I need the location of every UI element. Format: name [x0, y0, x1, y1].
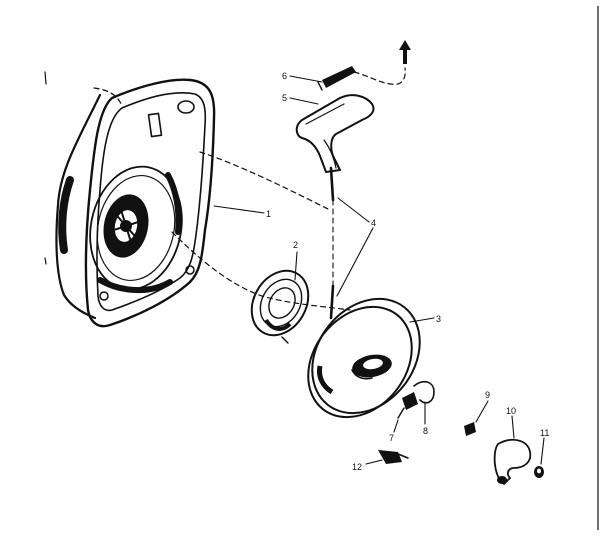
assembly-line-rope [199, 151, 331, 211]
leader-line-1 [213, 205, 265, 214]
callout-4: 4 [371, 218, 376, 228]
leader-line-2 [294, 251, 298, 281]
center-screw [378, 450, 409, 464]
housing-outer [84, 78, 216, 328]
leader-line-9 [475, 400, 489, 423]
starter-rope [329, 166, 335, 320]
leader-line-4a [337, 197, 370, 223]
callout-11: 11 [540, 428, 549, 438]
handle [295, 94, 375, 173]
edge-tick-bottom [44, 257, 47, 265]
leader-line-12 [365, 459, 383, 465]
leader-line-10 [511, 415, 515, 439]
pulley [307, 297, 421, 419]
assembly-line-knot [353, 67, 406, 85]
callout-2: 2 [293, 240, 298, 250]
assembly-line-center [171, 231, 351, 311]
rewind-spring [250, 269, 310, 344]
housing [55, 78, 216, 328]
leader-line-6 [289, 75, 323, 83]
leader-line-7 [393, 419, 399, 433]
leader-line-5 [289, 97, 319, 105]
retainer-screw [464, 422, 476, 436]
callout-5: 5 [282, 93, 287, 103]
callout-3: 3 [436, 314, 441, 324]
callout-9: 9 [485, 390, 490, 400]
pawl-spring [413, 380, 435, 404]
nut [534, 466, 544, 478]
callout-10: 10 [506, 406, 516, 416]
callout-6: 6 [282, 71, 287, 81]
leader-line-11 [540, 437, 545, 465]
handle-insert [317, 66, 356, 91]
pawl [397, 392, 418, 419]
leader-line-4b [336, 227, 374, 297]
callout-12: 12 [352, 462, 362, 472]
retainer [493, 438, 532, 485]
arrow-up-icon [399, 40, 411, 64]
callout-8: 8 [423, 426, 428, 436]
callout-7: 7 [389, 433, 394, 443]
callout-1: 1 [266, 209, 271, 219]
edge-tick-top [44, 71, 47, 85]
leader-line-3 [409, 317, 435, 323]
